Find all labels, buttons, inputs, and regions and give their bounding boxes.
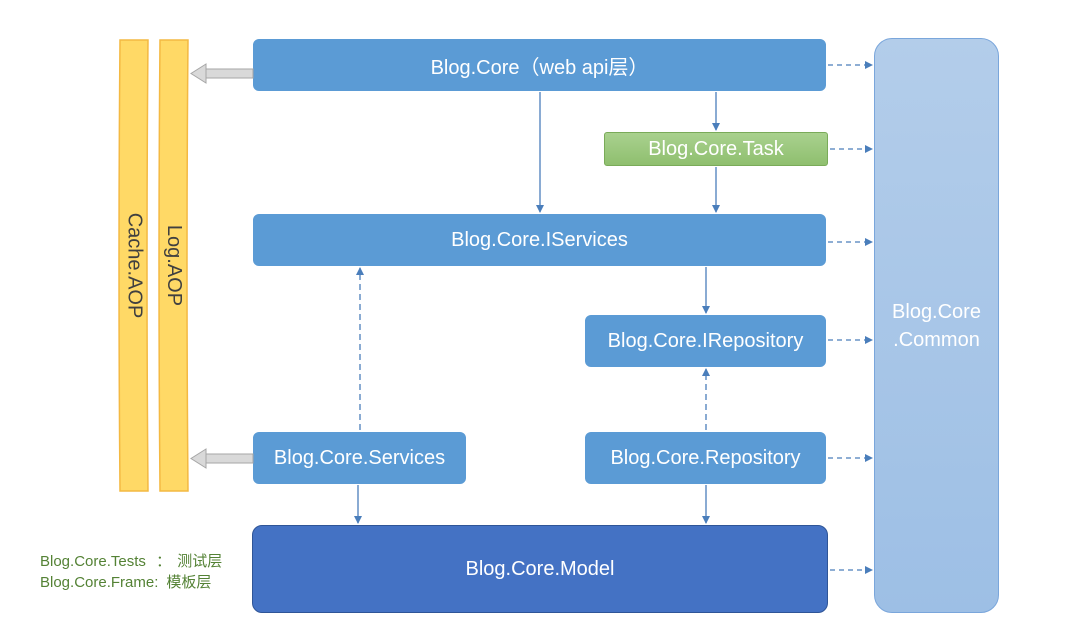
log-aop-pillar: Log.AOP [157, 38, 191, 493]
box-services: Blog.Core.Services [253, 432, 466, 484]
cache-aop-pillar: Cache.AOP [117, 38, 151, 493]
legend-tests-separator: ： [156, 553, 172, 570]
box-model: Blog.Core.Model [252, 525, 828, 613]
legend-tests: Blog.Core.Tests ： 测试层 [40, 550, 222, 571]
legend-tests-name: Blog.Core.Tests [40, 553, 146, 570]
box-web-api: Blog.Core（web api层） [253, 39, 826, 91]
box-iservices: Blog.Core.IServices [253, 214, 826, 266]
box-web-api-label: Blog.Core（web api层） [430, 56, 649, 79]
cache-aop-pillar-shape [118, 39, 149, 492]
box-common-label-line1: Blog.Core [892, 300, 981, 323]
box-model-label: Blog.Core.Model [465, 557, 615, 580]
legend-frame-name: Blog.Core.Frame [40, 574, 155, 591]
legend-frame-desc: 模板层 [166, 574, 212, 591]
box-task-label: Blog.Core.Task [648, 137, 784, 160]
box-irepository-label: Blog.Core.IRepository [607, 329, 804, 352]
box-iservices-label: Blog.Core.IServices [451, 228, 628, 251]
legend-tests-desc: 测试层 [177, 553, 223, 570]
arrow-services-to-aop [190, 448, 254, 469]
box-common: Blog.Core .Common [874, 38, 999, 613]
box-irepository: Blog.Core.IRepository [585, 315, 826, 367]
box-repository-label: Blog.Core.Repository [610, 446, 801, 469]
box-task: Blog.Core.Task [604, 132, 828, 166]
box-repository: Blog.Core.Repository [585, 432, 826, 484]
log-aop-pillar-shape [158, 39, 189, 492]
legend-frame: Blog.Core.Frame: 模板层 [40, 571, 211, 592]
legend-frame-separator: : [154, 574, 159, 591]
box-services-label: Blog.Core.Services [273, 446, 446, 469]
arrow-core-to-aop [190, 63, 254, 84]
box-common-label-line2: .Common [893, 328, 980, 351]
